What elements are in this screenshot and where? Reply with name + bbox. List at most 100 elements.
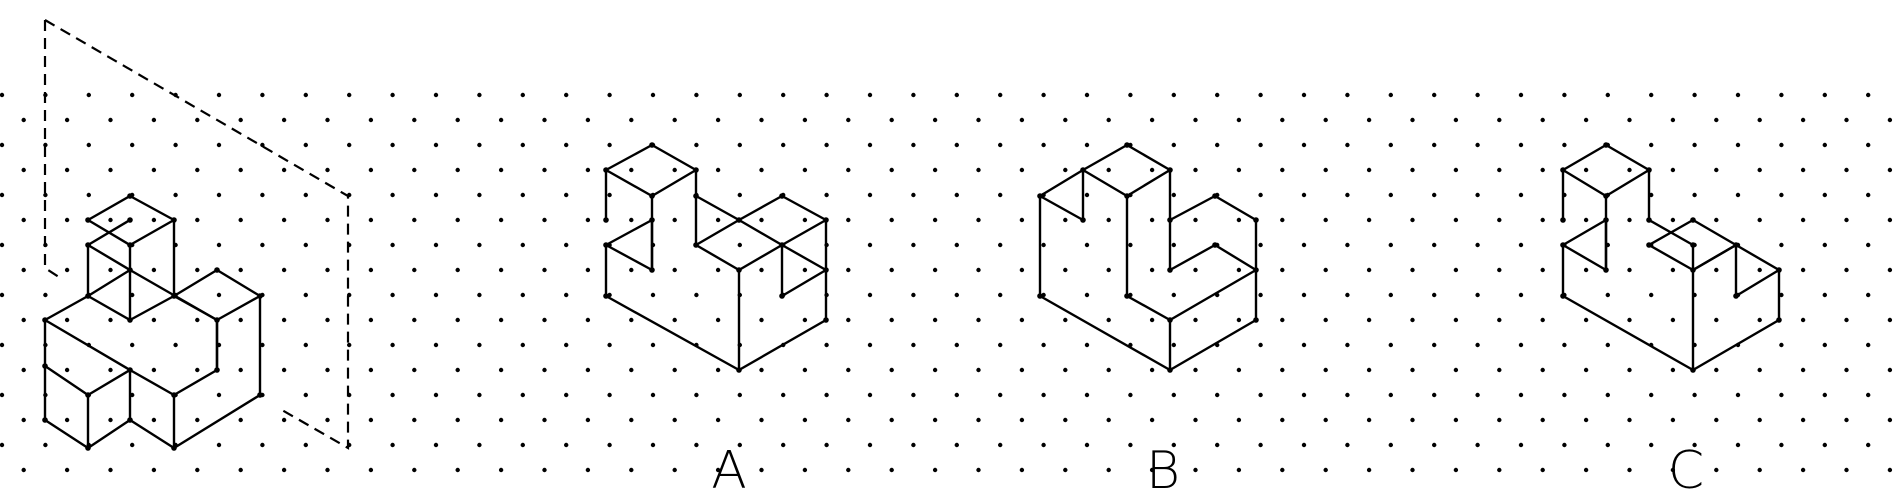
grid-dot <box>1735 192 1741 198</box>
grid-dot <box>1019 267 1025 273</box>
grid-dot <box>1258 192 1263 198</box>
shape-edge <box>1038 143 1258 372</box>
grid-dot <box>1866 192 1871 198</box>
grid-dot <box>911 192 916 198</box>
grid-dot <box>1215 392 1220 398</box>
grid-dot <box>542 167 547 173</box>
grid-dot <box>1453 267 1459 273</box>
grid-dot <box>564 392 569 398</box>
grid-dot <box>1388 292 1394 298</box>
grid-dot <box>130 342 135 348</box>
option-c-label: C <box>1667 441 1705 501</box>
vertex-dot <box>85 392 91 398</box>
grid-dot <box>1518 392 1524 398</box>
grid-dot <box>1757 167 1762 173</box>
grid-dot <box>455 367 460 373</box>
grid-dot <box>954 142 959 148</box>
grid-dot <box>1236 417 1242 423</box>
vertex-dot <box>127 217 133 223</box>
grid-dot <box>1649 92 1654 98</box>
grid-dot <box>1432 192 1437 198</box>
grid-dot <box>1280 267 1285 273</box>
grid-dot <box>1128 92 1133 98</box>
grid-dot <box>1757 467 1762 473</box>
grid-dot <box>1280 217 1285 223</box>
vertex-dot <box>214 317 220 323</box>
grid-dot <box>1757 367 1762 373</box>
grid-dot <box>1215 92 1220 98</box>
grid-dot <box>1366 167 1372 173</box>
grid-dot <box>303 442 308 448</box>
vertex-dot <box>1167 367 1173 373</box>
grid-dot <box>911 442 916 448</box>
grid-dot <box>1063 417 1068 423</box>
grid-dot <box>64 367 70 373</box>
grid-dot <box>1171 142 1177 148</box>
vertex-dot <box>779 293 785 299</box>
grid-dot <box>1844 417 1849 423</box>
grid-dot <box>1128 442 1133 448</box>
grid-dot <box>1844 317 1849 323</box>
vertex-dot <box>1212 242 1218 248</box>
grid-dot <box>238 267 243 273</box>
grid-dot <box>1258 242 1263 248</box>
grid-dot <box>672 417 677 423</box>
grid-dot <box>1366 267 1372 273</box>
grid-dot <box>1627 367 1632 373</box>
grid-dot <box>520 242 525 248</box>
grid-dot <box>21 267 26 273</box>
grid-dot <box>1497 167 1502 173</box>
vertex-dot <box>171 445 177 451</box>
grid-dot <box>1171 192 1177 198</box>
grid-dot <box>1410 317 1415 323</box>
grid-dot <box>1345 242 1350 248</box>
grid-dot <box>1366 417 1372 423</box>
grid-dot <box>1518 292 1524 298</box>
grid-dot <box>0 192 5 198</box>
grid-dot <box>151 217 157 223</box>
grid-dot <box>1041 442 1046 448</box>
grid-dot <box>325 417 330 423</box>
grid-dot <box>1887 367 1893 373</box>
grid-dot <box>325 267 330 273</box>
vertex-dot <box>649 217 655 223</box>
grid-dot <box>1605 92 1611 98</box>
grid-dot <box>846 467 851 473</box>
grid-dot <box>998 342 1003 348</box>
grid-dot <box>520 342 525 348</box>
grid-dot <box>477 392 482 398</box>
grid-dot <box>1301 292 1307 298</box>
grid-dot <box>1388 92 1394 98</box>
grid-dot <box>1280 167 1285 173</box>
grid-dot <box>1518 242 1524 248</box>
grid-dot <box>1366 317 1372 323</box>
grid-dot <box>1714 167 1719 173</box>
grid-dot <box>1280 417 1285 423</box>
shape-edge <box>1561 218 1608 272</box>
grid-dot <box>932 417 938 423</box>
grid-dot <box>412 167 417 173</box>
grid-dot <box>498 367 504 373</box>
grid-dot <box>238 467 243 473</box>
grid-dot <box>1562 142 1567 148</box>
grid-dot <box>1063 267 1068 273</box>
grid-dot <box>1887 417 1893 423</box>
grid-dot <box>1193 317 1198 323</box>
grid-dot <box>1432 92 1437 98</box>
grid-dot <box>21 217 26 223</box>
grid-dot <box>281 217 287 223</box>
grid-dot <box>1540 317 1545 323</box>
grid-dot <box>1236 317 1242 323</box>
shape-edge <box>128 294 176 322</box>
grid-dot <box>1432 242 1437 248</box>
grid-dot <box>1540 117 1545 123</box>
grid-dot <box>1410 367 1415 373</box>
shape-edge <box>1081 168 1172 198</box>
grid-dot <box>737 242 742 248</box>
grid-dot <box>1388 142 1394 148</box>
grid-dot <box>1562 392 1567 398</box>
grid-dot <box>260 442 265 448</box>
shape-edge <box>604 218 654 272</box>
grid-dot <box>976 367 981 373</box>
grid-dot <box>368 367 374 373</box>
